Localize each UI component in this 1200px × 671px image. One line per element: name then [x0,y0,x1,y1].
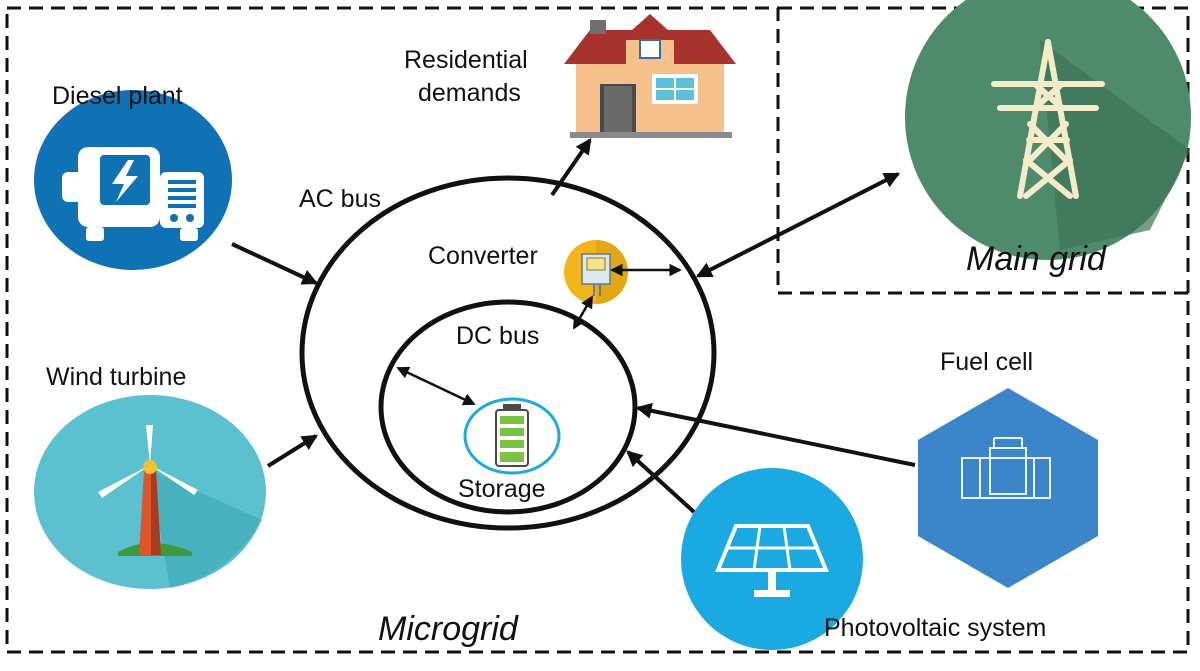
house-icon [564,14,736,138]
label-microgrid: Microgrid [378,610,519,648]
arrow-converter-dc [572,295,594,330]
arrow-pv-to-dc [626,450,696,514]
label-wind-turbine: Wind turbine [46,363,186,391]
label-ac-bus: AC bus [299,185,381,213]
label-main-grid: Main grid [966,240,1107,278]
dc-bus-ellipse [378,299,638,515]
transmission-tower-icon [905,0,1191,260]
arrow-diesel-to-ac [231,242,319,285]
label-residential-line2: demands [418,79,521,107]
wind-turbine-icon [34,395,266,589]
battery-icon [463,397,561,475]
arrow-ac-to-residential [550,138,592,197]
label-converter: Converter [428,242,538,270]
main-grid-boundary [778,6,1190,293]
power-flow-arrows [231,138,916,514]
label-dc-bus: DC bus [456,322,539,350]
arrow-wind-to-ac [266,434,319,468]
ac-bus-ellipse [299,175,717,531]
label-diesel-plant: Diesel plant [52,82,183,110]
arrow-dc-storage [396,366,476,406]
converter-icon [564,240,628,304]
label-fuel-cell: Fuel cell [940,348,1033,376]
arrow-fuelcell-to-dc [635,402,916,467]
converter-links [396,263,682,406]
label-photovoltaic: Photovoltaic system [824,614,1046,642]
label-storage: Storage [458,475,546,503]
label-residential-line1: Residential [404,46,528,74]
fuel-cell-icon [918,388,1098,588]
diesel-generator-icon [34,90,232,270]
solar-panel-icon [681,468,863,650]
arrow-maingrid-ac [695,172,901,278]
